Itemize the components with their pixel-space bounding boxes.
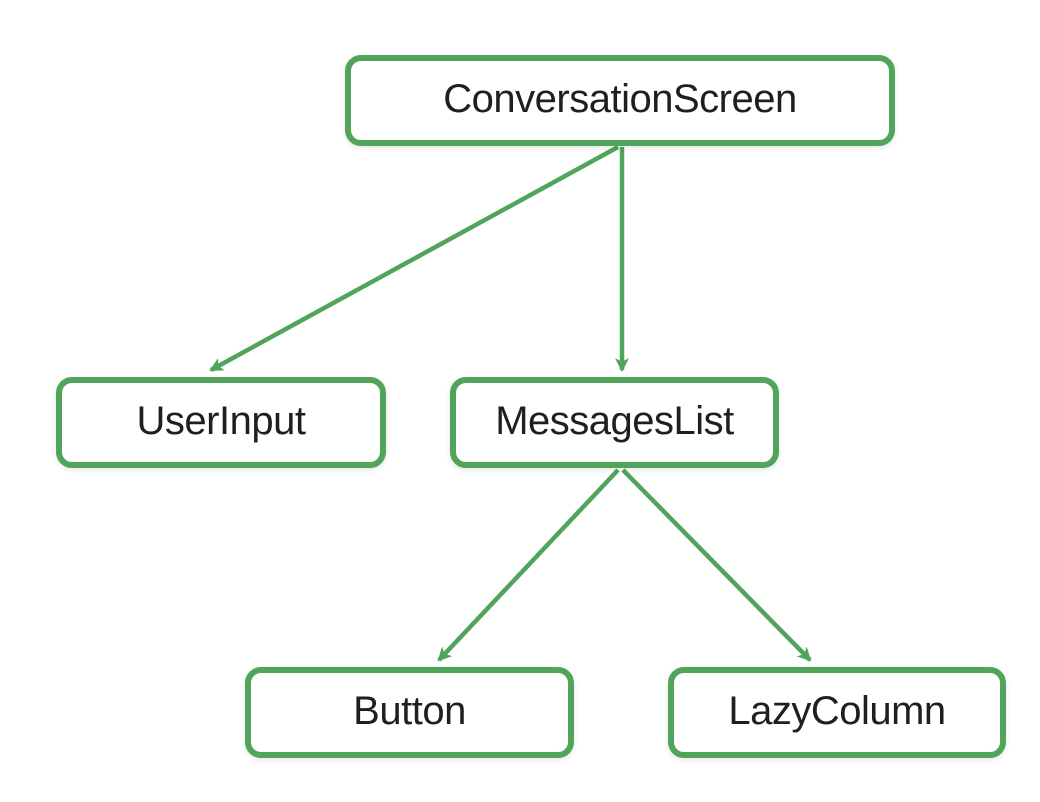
node-messages-list: MessagesList bbox=[450, 377, 779, 468]
edge-conversationscreen-userinput bbox=[209, 145, 620, 372]
node-lazy-column: LazyColumn bbox=[668, 667, 1006, 758]
node-conversation-screen-label: ConversationScreen bbox=[443, 77, 797, 121]
node-button-label: Button bbox=[353, 689, 466, 733]
edge-messageslist-button bbox=[437, 468, 620, 662]
node-user-input-label: UserInput bbox=[136, 399, 306, 443]
node-user-input: UserInput bbox=[56, 377, 386, 468]
node-button: Button bbox=[245, 667, 574, 758]
node-lazy-column-label: LazyColumn bbox=[728, 689, 946, 733]
node-messages-list-label: MessagesList bbox=[495, 399, 734, 443]
node-conversation-screen: ConversationScreen bbox=[345, 55, 895, 146]
edge-messageslist-lazycolumn bbox=[621, 468, 812, 662]
